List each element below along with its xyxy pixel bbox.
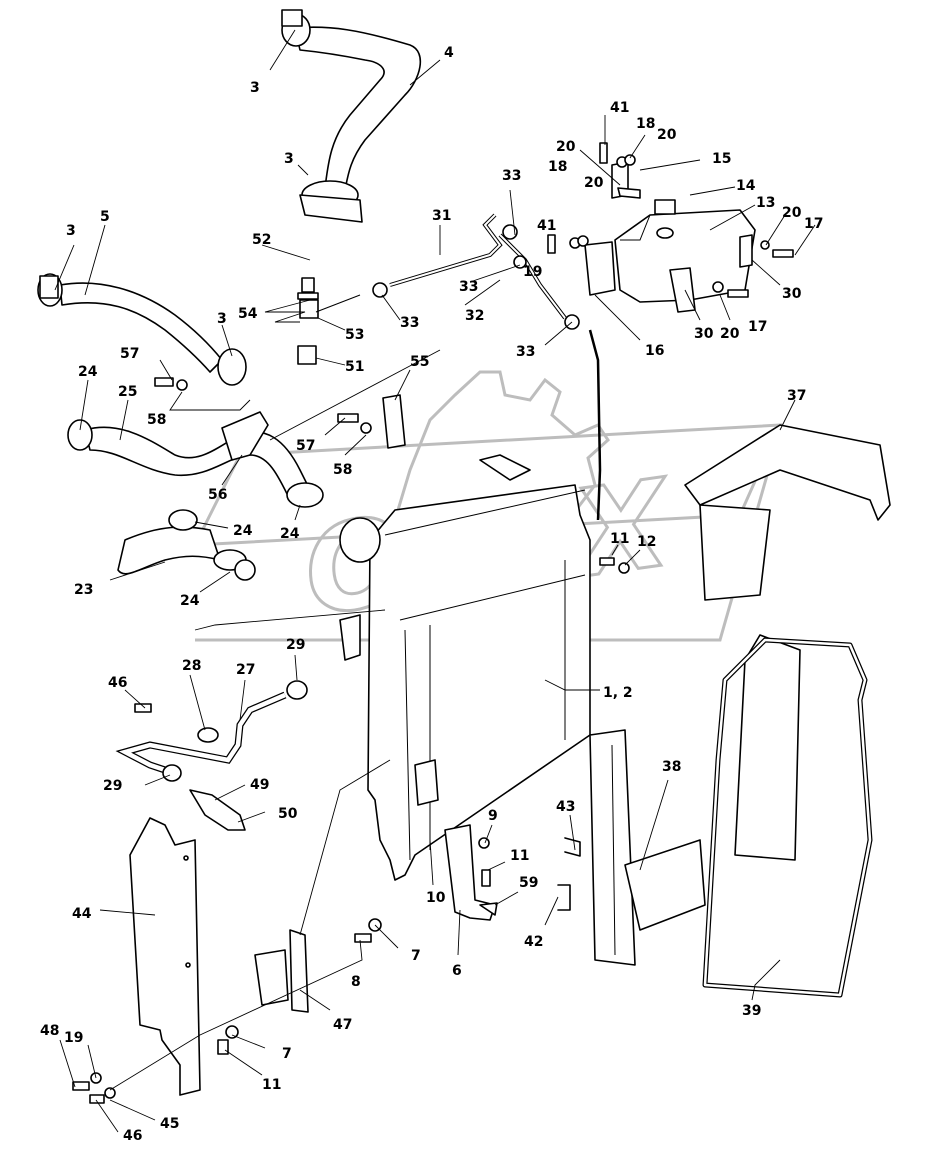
callout-50: 50 (278, 806, 298, 822)
seal-39 (702, 637, 873, 998)
callout-47: 47 (333, 1017, 352, 1033)
callout-20: 20 (657, 127, 677, 143)
callout-33: 33 (459, 279, 478, 295)
callout-14: 14 (736, 178, 756, 194)
callout-48: 48 (40, 1023, 59, 1039)
callout-9: 9 (488, 808, 498, 824)
callout-43: 43 (556, 799, 575, 815)
callout-19: 19 (523, 264, 542, 280)
callout-31: 31 (432, 208, 451, 224)
callout-11: 11 (262, 1077, 281, 1093)
bleed-pipes (372, 213, 602, 521)
callout-41: 41 (537, 218, 556, 234)
callout-20: 20 (782, 205, 802, 221)
callout-23: 23 (74, 582, 93, 598)
callout-16: 16 (645, 343, 664, 359)
pipe-27 (115, 680, 308, 831)
callout-19: 19 (64, 1030, 83, 1046)
callout-3: 3 (66, 223, 76, 239)
callout-57: 57 (296, 438, 315, 454)
callout-11: 11 (510, 848, 529, 864)
callout-29: 29 (103, 778, 122, 794)
callout-33: 33 (516, 344, 535, 360)
callout-55: 55 (410, 354, 429, 370)
callout-20: 20 (720, 326, 740, 342)
callout-51: 51 (345, 359, 364, 375)
callout-24: 24 (78, 364, 98, 380)
leader-lines (54, 29, 816, 1133)
callout-29: 29 (286, 637, 305, 653)
callout-24: 24 (180, 593, 200, 609)
callout-7: 7 (282, 1046, 292, 1062)
callout-46: 46 (108, 675, 127, 691)
hose-23 (117, 509, 256, 581)
upper-hose (281, 9, 422, 223)
lower-hose-5 (37, 273, 247, 386)
callout-labels: 4 3 3 5 3 3 52 54 53 51 33 31 33 32 33 3… (40, 45, 823, 1144)
callout-33: 33 (502, 168, 521, 184)
callout-25: 25 (118, 384, 137, 400)
bracket-47 (254, 929, 309, 1013)
callout-49: 49 (250, 777, 269, 793)
fasteners (72, 142, 794, 1104)
callout-8: 8 (351, 974, 361, 990)
callout-1-2: 1, 2 (603, 685, 633, 701)
callout-24: 24 (280, 526, 300, 542)
callout-18: 18 (636, 116, 655, 132)
callout-20: 20 (584, 175, 604, 191)
radiator-core (339, 454, 591, 881)
callout-59: 59 (519, 875, 538, 891)
callout-3: 3 (217, 311, 227, 327)
callout-4: 4 (444, 45, 454, 61)
callout-54: 54 (238, 306, 258, 322)
callout-46: 46 (123, 1128, 142, 1144)
side-frame-38 (589, 634, 801, 966)
callout-33: 33 (400, 315, 419, 331)
callout-32: 32 (465, 308, 484, 324)
callout-5: 5 (100, 209, 110, 225)
bracket-44 (129, 817, 201, 1096)
callout-6: 6 (452, 963, 462, 979)
fitting-assembly (297, 277, 361, 365)
callout-13: 13 (756, 195, 775, 211)
shroud-37 (684, 424, 891, 601)
callout-41: 41 (610, 100, 629, 116)
callout-37: 37 (787, 388, 806, 404)
callout-10: 10 (426, 890, 446, 906)
callout-57: 57 (120, 346, 139, 362)
callout-30: 30 (782, 286, 802, 302)
callout-24: 24 (233, 523, 253, 539)
callout-44: 44 (72, 906, 92, 922)
callout-11: 11 (610, 531, 629, 547)
callout-3: 3 (250, 80, 260, 96)
callout-27: 27 (236, 662, 255, 678)
callout-3: 3 (284, 151, 294, 167)
callout-12: 12 (637, 534, 656, 550)
callout-52: 52 (252, 232, 271, 248)
callout-17: 17 (804, 216, 823, 232)
callout-20: 20 (556, 139, 576, 155)
callout-28: 28 (182, 658, 201, 674)
hose-25 (67, 411, 324, 508)
callout-56: 56 (208, 487, 227, 503)
callout-53: 53 (345, 327, 364, 343)
callout-38: 38 (662, 759, 681, 775)
callout-17: 17 (748, 319, 767, 335)
callout-7: 7 (411, 948, 421, 964)
callout-42: 42 (524, 934, 543, 950)
callout-39: 39 (742, 1003, 761, 1019)
callout-18: 18 (548, 159, 567, 175)
callout-45: 45 (160, 1116, 179, 1132)
callout-58: 58 (147, 412, 166, 428)
callout-58: 58 (333, 462, 352, 478)
callout-15: 15 (712, 151, 731, 167)
callout-30: 30 (694, 326, 714, 342)
